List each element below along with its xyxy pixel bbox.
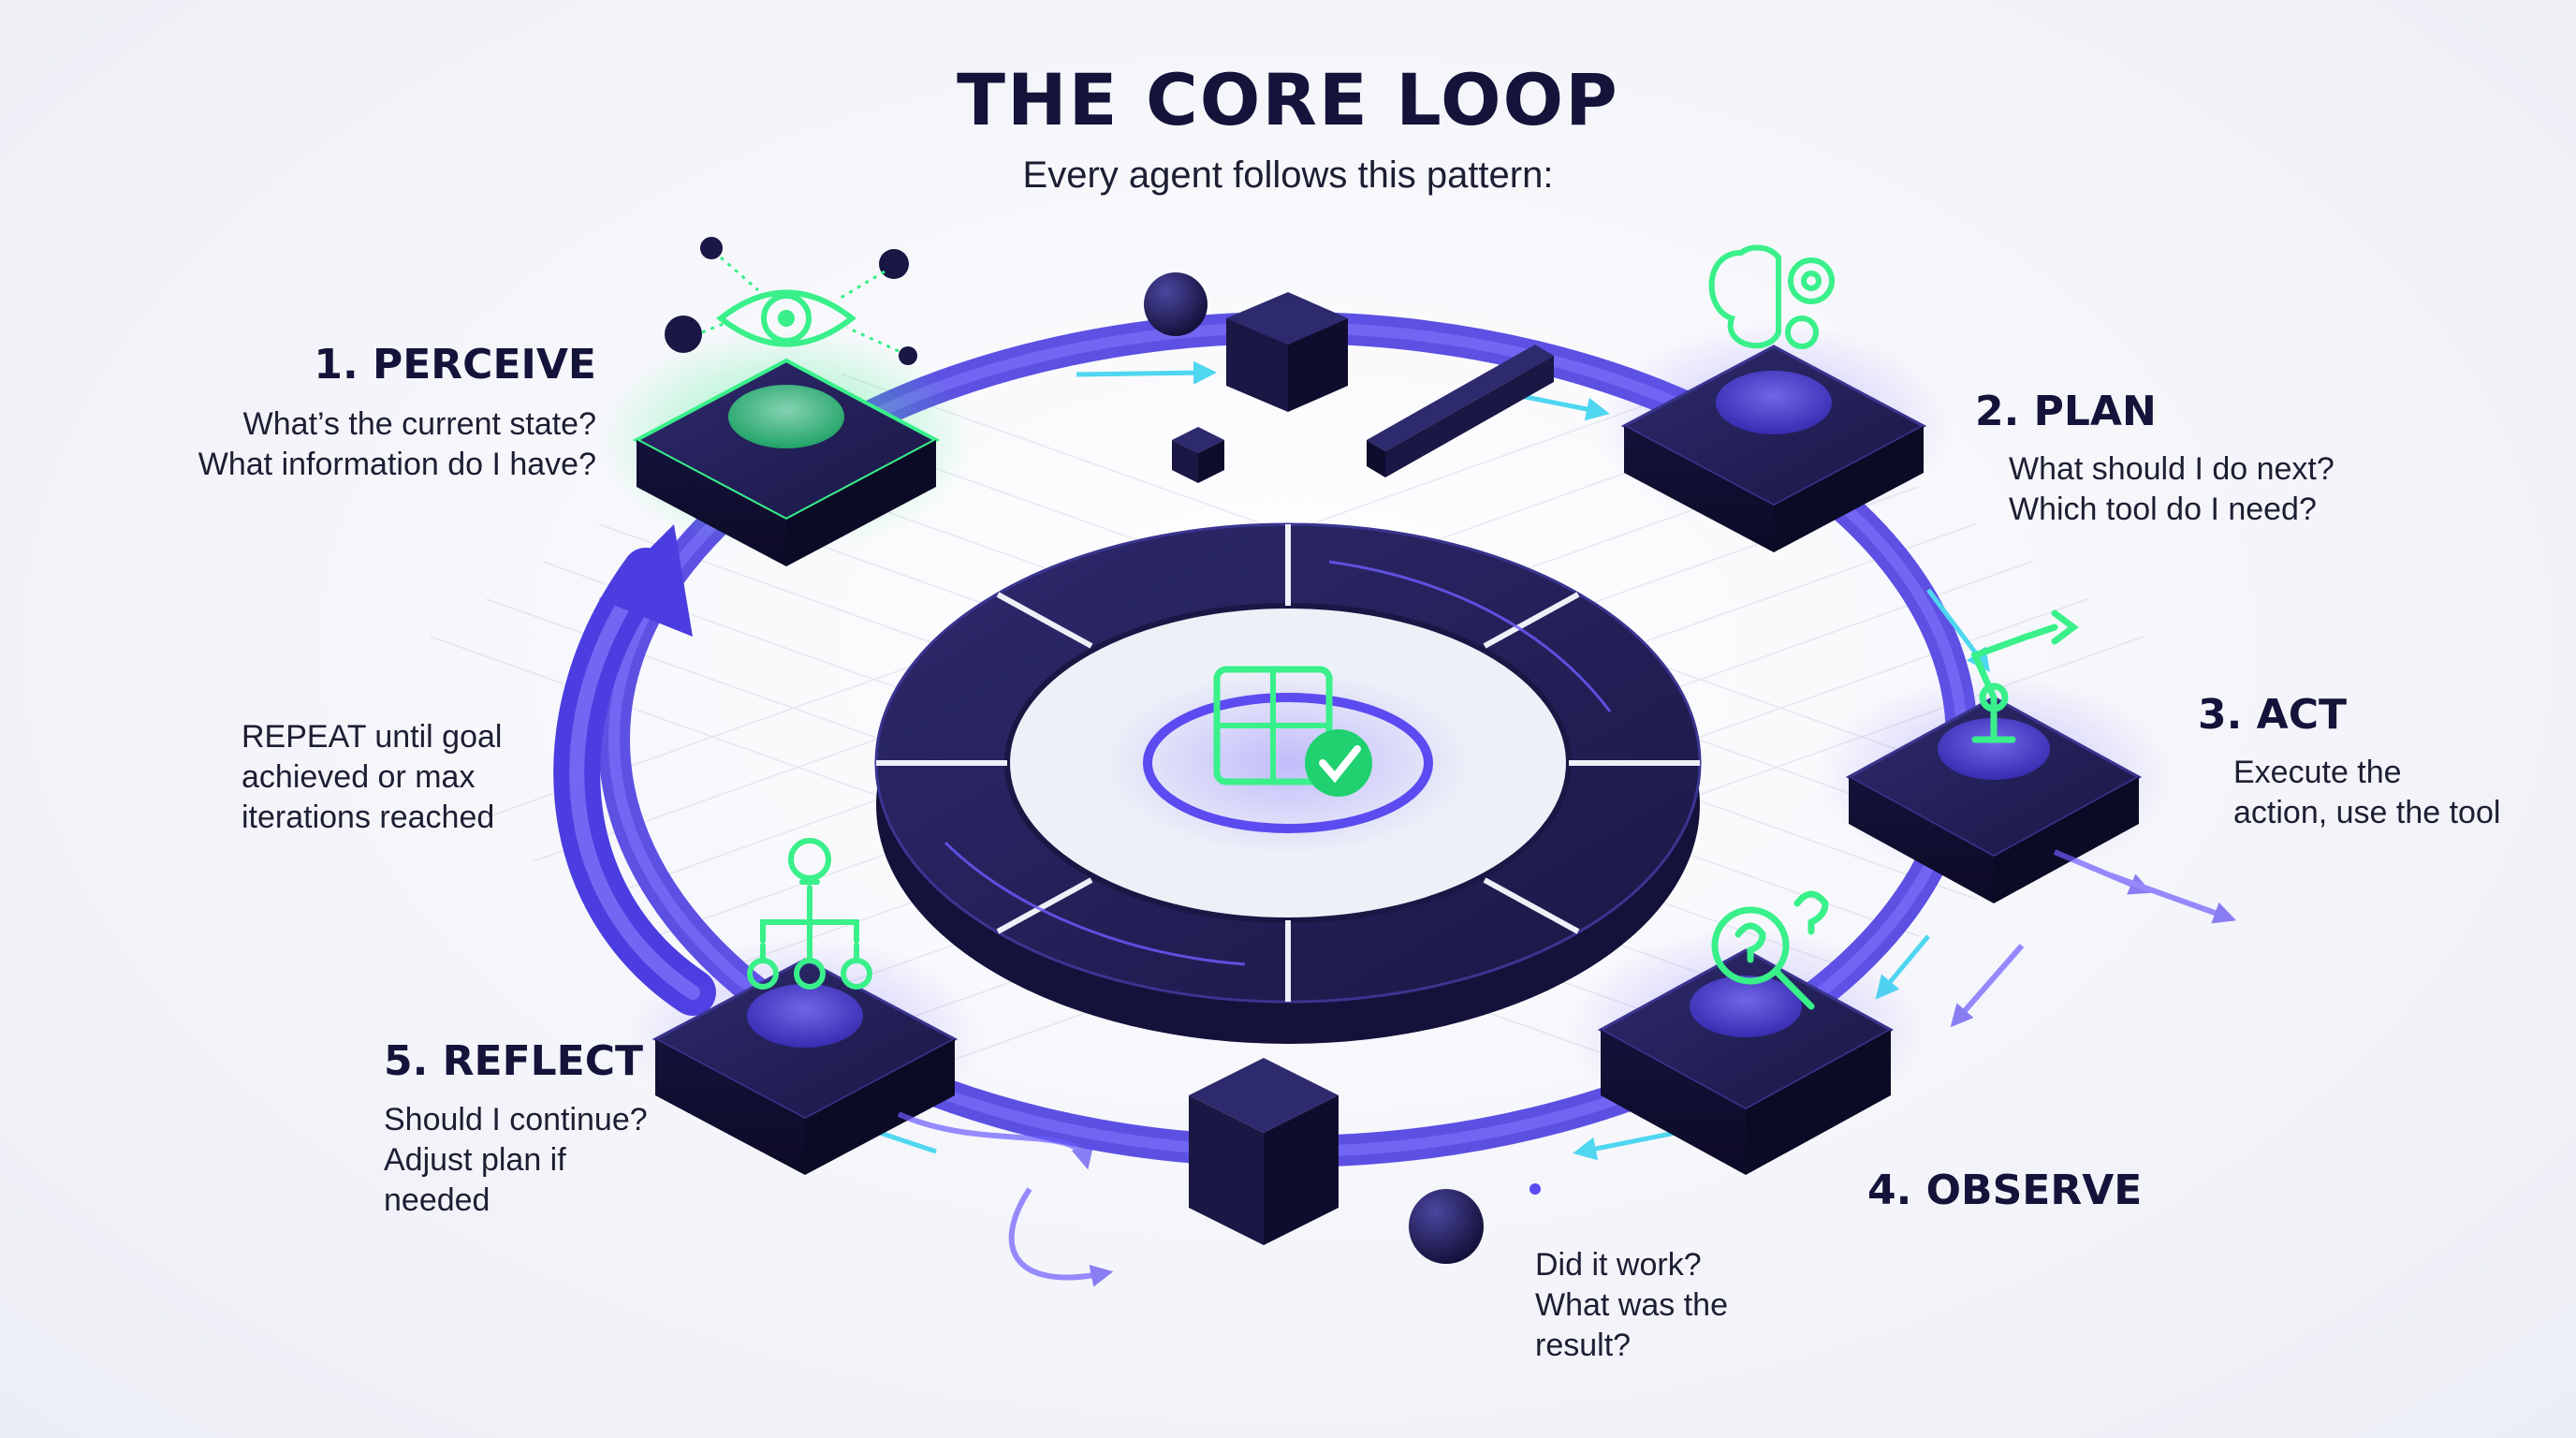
step-plan-title: 2. PLAN xyxy=(1975,388,2157,435)
eye-icon xyxy=(665,237,917,365)
decor-shapes xyxy=(1144,272,1554,1264)
trail-arrows xyxy=(897,849,2237,1287)
plan-block xyxy=(1596,323,1952,552)
observe-block xyxy=(1568,927,1924,1175)
step-reflect-body: Should I continue? Adjust plan if needed xyxy=(384,1102,648,1218)
step-perceive-body: What’s the current state? What informati… xyxy=(198,406,596,482)
page-title: THE CORE LOOP xyxy=(957,58,1619,141)
step-observe-body: Did it work? What was the result? xyxy=(1535,1247,1728,1363)
perceive-block xyxy=(599,328,973,566)
step-perceive-title: 1. PERCEIVE xyxy=(314,341,596,389)
repeat-note: REPEAT until goal achieved or max iterat… xyxy=(242,719,503,835)
repeat-arrow xyxy=(553,524,716,1016)
question-magnifier-icon xyxy=(1711,890,1829,1010)
act-block xyxy=(1816,674,2172,903)
step-reflect-title: 5. REFLECT xyxy=(384,1037,644,1085)
robot-arm-icon xyxy=(1970,609,2079,743)
reflect-block xyxy=(627,936,983,1175)
step-act-title: 3. ACT xyxy=(2198,691,2348,739)
page-subtitle: Every agent follows this pattern: xyxy=(1022,154,1554,196)
step-act-body: Execute the action, use the tool xyxy=(2233,755,2501,830)
brain-gear-icon xyxy=(1708,244,1835,349)
step-observe-title: 4. OBSERVE xyxy=(1867,1167,2143,1214)
center-puzzle-icon xyxy=(1101,666,1475,857)
lightbulb-icon xyxy=(747,838,872,990)
step-plan-body: What should I do next? Which tool do I n… xyxy=(2009,451,2334,527)
